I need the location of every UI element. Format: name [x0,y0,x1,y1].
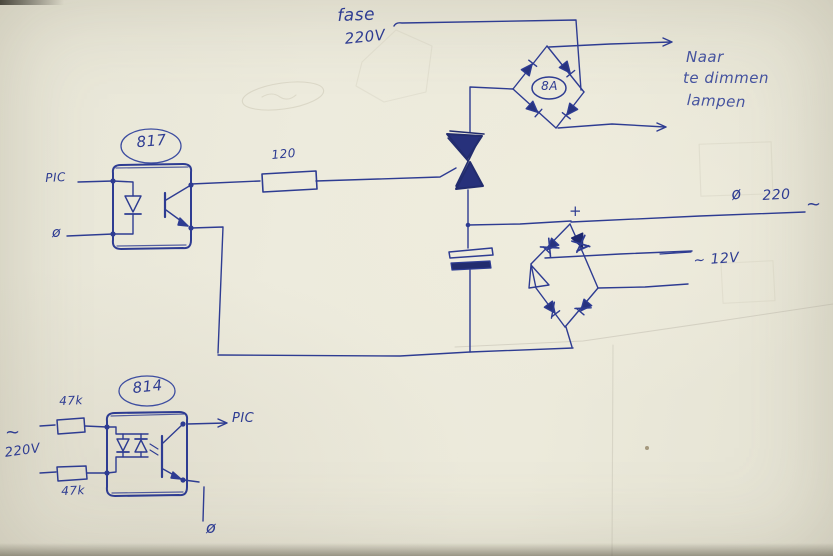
plus-node-label: + [569,202,583,220]
led-icon [124,195,142,213]
neutral-ac-symbol: ~ [806,194,822,215]
bridge-rating-label: 8A [541,79,558,93]
paper-speck [645,446,649,450]
bridge-diode [561,102,579,120]
resistor-47k-top-label: 47k [58,393,84,408]
capacitor [448,247,494,353]
ground-rail [190,226,574,357]
lamp-output-label-1: Naar [686,48,724,66]
resistor-47k-bottom-label: 47k [60,483,86,498]
twelve-volt-label: ~ 12V [692,249,741,269]
bridge-diode [520,59,538,77]
led-icon [116,438,130,452]
arrow-icon [656,122,667,132]
ac-in-tilde-label: ~ [5,422,21,443]
bridge-diode [558,60,576,78]
opto-814-pic-out-label: PIC [232,411,255,426]
twelve-volt-lines [544,250,693,289]
gate-resistor-label: 120 [270,145,297,162]
mains-label-voltage: 220V [343,25,387,48]
neutral-220-line [570,211,806,223]
bridge-diode [574,298,593,316]
mains-label-fase: fase [336,4,376,26]
bridge-diode [543,300,561,319]
led-icon [134,439,148,453]
lamp-output-label-2: te dimmen [683,69,770,87]
resistor-47k-bottom [56,465,88,482]
lamp-output-wires [548,37,673,132]
part-number-circle [120,128,182,164]
main-bridge-rectifier [512,45,585,129]
arrow-icon [662,37,673,47]
photo-bottom-shadow [0,543,833,556]
arrow-icon [217,418,228,428]
low-voltage-bridge [528,223,599,348]
opto-817-ground-pin-label: ø [52,225,62,241]
triac [446,130,485,190]
resistor-47k-top [56,417,86,435]
bridge-diode [525,100,543,118]
plus-node-wire [465,220,572,228]
bridge-rating-circle [531,76,567,100]
part-number-circle [118,375,176,407]
bridge-diode [570,232,591,254]
neutral-voltage-label: 220 [761,186,791,204]
bridge-to-triac-wire [469,86,514,133]
opto-814-ground-label: ø [206,518,217,537]
photo-corner-shadow [0,0,64,5]
mains-input-wire [393,19,582,91]
bridge-diode [539,237,560,258]
gate-resistor-120 [190,167,457,193]
opto-817-pic-pin-label: PIC [44,169,67,185]
pencil-ghost-marks [241,29,833,556]
optocoupler-817 [66,128,194,250]
optocoupler-814 [39,375,228,522]
lamp-output-label-3: lampen [686,91,747,112]
